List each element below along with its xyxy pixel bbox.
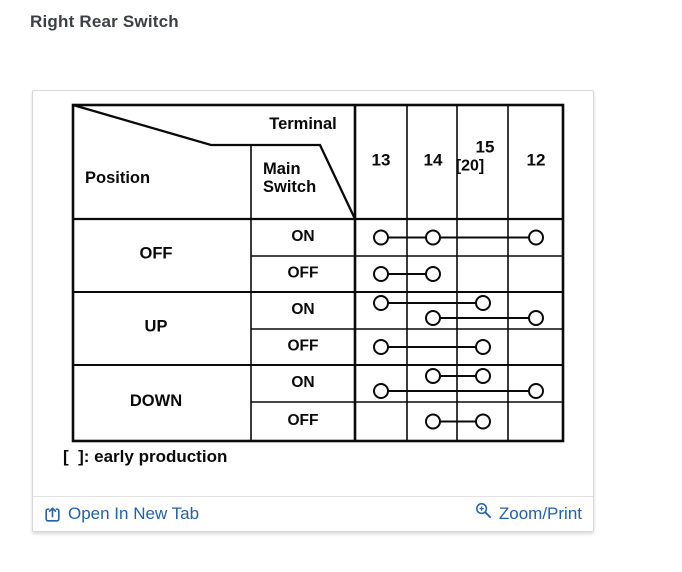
contact-circle	[425, 310, 441, 326]
terminal-number: 13	[372, 151, 391, 170]
main-switch-state-label: ON	[291, 374, 314, 391]
footnote: [ ]: early production	[63, 447, 228, 466]
main-switch-state-label: OFF	[288, 412, 319, 429]
contact-circle	[373, 295, 389, 311]
header-diagonal	[72, 103, 357, 220]
main-switch-state-label: OFF	[288, 338, 319, 355]
contact-circle	[373, 383, 389, 399]
open-in-new-tab-icon	[44, 506, 61, 523]
table-outline	[71, 103, 565, 443]
terminal-number: 12	[527, 151, 546, 170]
contact-circle	[528, 383, 544, 399]
contact-circle	[425, 368, 441, 384]
position-label: OFF	[140, 245, 173, 263]
terminal-number: 14	[424, 151, 443, 170]
zoom-print-link[interactable]: Zoom/Print	[475, 502, 582, 524]
position-label: DOWN	[130, 392, 182, 410]
contact-circle	[373, 266, 389, 282]
card-footer: Open In New Tab Zoom/Print	[33, 496, 593, 531]
main-switch-state-label: ON	[291, 301, 314, 318]
contact-circle	[373, 339, 389, 355]
zoom-link-label: Zoom/Print	[498, 504, 582, 523]
contact-circle	[425, 266, 441, 282]
main-switch-state-label: OFF	[288, 265, 319, 282]
contact-circle	[528, 229, 544, 246]
position-header-label: Position	[85, 169, 150, 187]
terminal-header-label: Terminal	[269, 115, 337, 133]
zoom-plus-icon	[475, 502, 492, 519]
page-title: Right Rear Switch	[30, 12, 179, 31]
contact-circle	[425, 229, 441, 246]
main-switch-state-label: ON	[291, 228, 314, 245]
contact-circle	[475, 368, 491, 384]
contact-circle	[475, 339, 491, 355]
contact-circle	[475, 413, 491, 430]
position-label: UP	[145, 318, 168, 336]
main-switch-header-label: Switch	[263, 178, 316, 196]
main-switch-header-label: Main	[263, 160, 301, 178]
contact-circle	[528, 310, 544, 326]
contact-circle	[373, 229, 389, 246]
terminal-number: 15	[476, 138, 495, 157]
open-in-new-tab-link[interactable]: Open In New Tab	[44, 504, 199, 524]
terminal-subnumber: [20]	[456, 158, 484, 175]
contact-circle	[425, 413, 441, 430]
open-link-label: Open In New Tab	[68, 504, 200, 523]
contact-circle	[475, 295, 491, 311]
